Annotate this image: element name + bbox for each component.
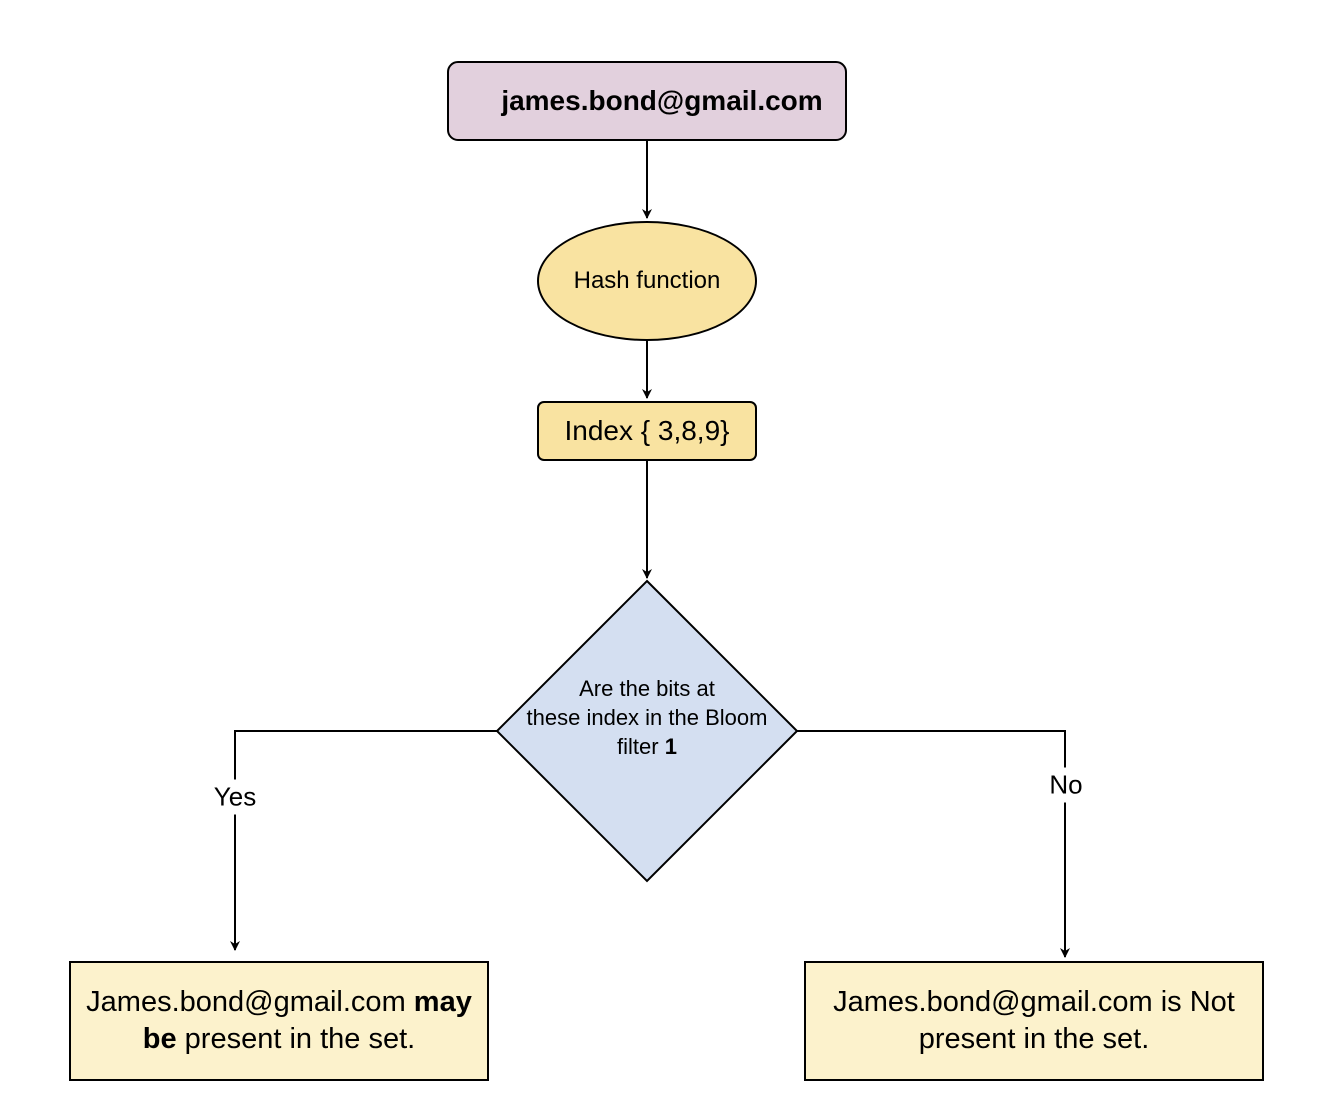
result-yes-suffix: present in the set. [176,1023,416,1055]
email-input-node: james.bond@gmail.com [447,61,847,141]
email-label: james.bond@gmail.com [501,85,823,116]
result-not-present: James.bond@gmail.com is Not present in t… [804,961,1264,1081]
hash-function-node: Hash function [537,221,757,341]
result-yes-prefix: James.bond@gmail.com [86,986,414,1018]
index-label: Index { 3,8,9} [564,415,730,446]
result-no-label: James.bond@gmail.com is Not present in t… [833,986,1235,1055]
decision-line-1: Are the bits at [579,676,715,701]
index-node: Index { 3,8,9} [537,401,757,461]
decision-diamond [495,579,799,883]
edge-label-yes: Yes [213,779,257,815]
decision-line-3: filter 1 [527,732,768,761]
decision-line-2: these index in the Bloom [526,705,768,730]
decision-text: Are the bits at these index in the Bloom… [497,672,797,782]
result-may-be-present: James.bond@gmail.com may be present in t… [69,961,489,1081]
result-yes-bold: may be [142,986,472,1055]
edge-label-no: No [1049,767,1083,803]
decision-line-3-text: filter [617,734,665,759]
edge-decision-to-yes [230,730,497,951]
hash-function-label: Hash function [573,267,721,294]
decision-line-3-bold: 1 [664,734,677,759]
edge-decision-to-no [797,730,1070,958]
